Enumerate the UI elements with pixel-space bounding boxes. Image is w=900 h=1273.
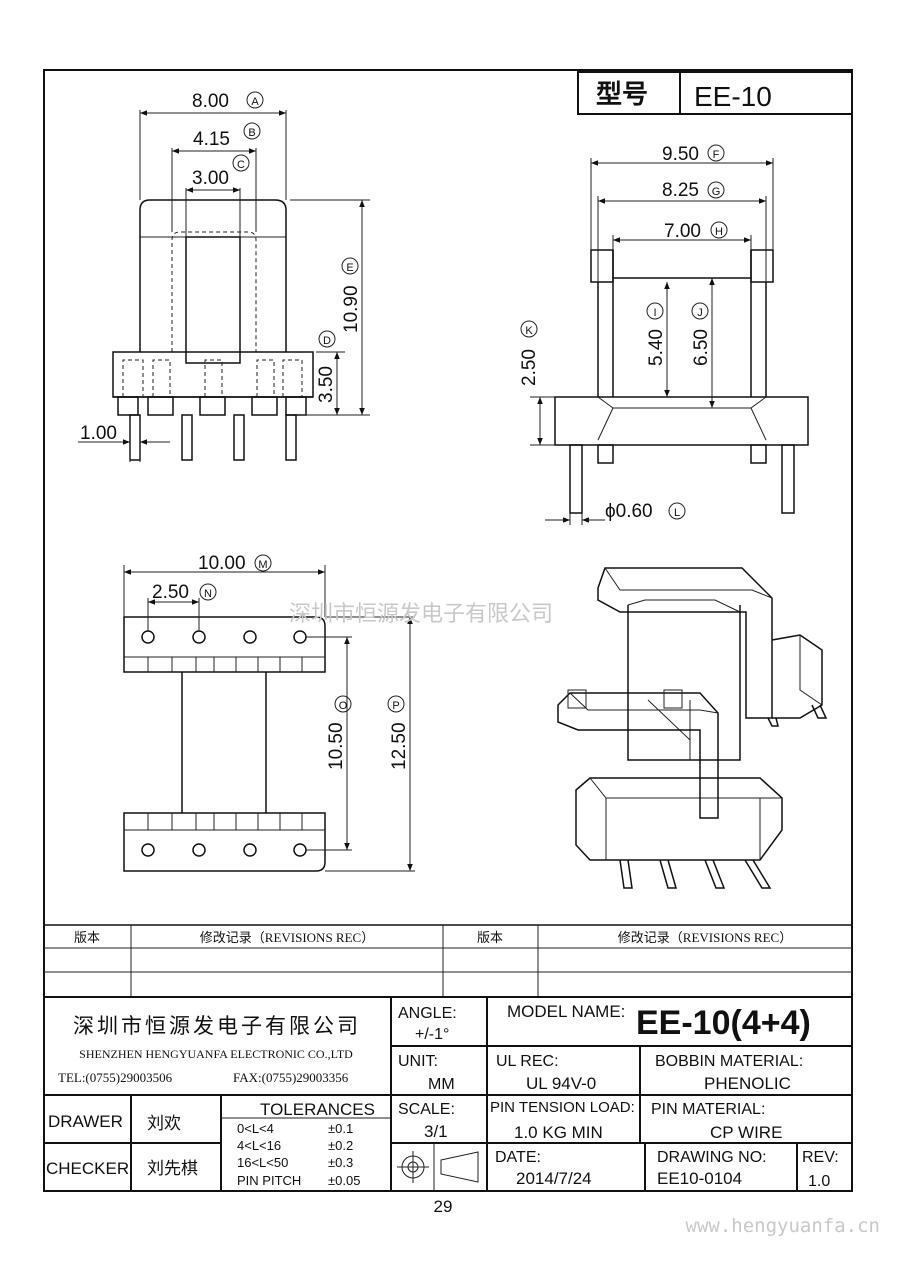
tolerance-value: ±0.05 bbox=[328, 1173, 360, 1188]
drawing-no-label: DRAWING NO: bbox=[657, 1149, 767, 1166]
dim-2-50-k: 2.50 bbox=[519, 349, 540, 386]
type-label: 型号 bbox=[596, 79, 648, 109]
title-block: 深圳市恒源发电子有限公司 SHENZHEN HENGYUANFA ELECTRO… bbox=[44, 996, 852, 1191]
dim-8-25: 8.25 bbox=[662, 180, 699, 201]
mark-b: B bbox=[248, 127, 255, 139]
front-view bbox=[78, 110, 370, 462]
dim-10-50: 10.50 bbox=[326, 722, 347, 770]
tolerance-range: 0<L<4 bbox=[237, 1121, 274, 1136]
angle-value: +/-1° bbox=[415, 1026, 449, 1043]
mark-l: L bbox=[674, 507, 680, 519]
dim-1-00: 1.00 bbox=[80, 423, 117, 444]
mark-j: J bbox=[697, 307, 703, 319]
mark-o: O bbox=[339, 700, 348, 712]
mark-c: C bbox=[237, 159, 245, 171]
mark-p: P bbox=[392, 700, 399, 712]
company-fax: FAX:(0755)29003356 bbox=[233, 1070, 349, 1085]
dim-10-00: 10.00 bbox=[198, 553, 246, 574]
date-label: DATE: bbox=[495, 1149, 541, 1166]
mark-k: K bbox=[525, 325, 533, 337]
bottom-view-labels: 10.00 M 2.50 N O 10.50 P 12.50 bbox=[152, 553, 410, 770]
dim-12-50: 12.50 bbox=[389, 722, 410, 770]
angle-label: ANGLE: bbox=[398, 1005, 457, 1022]
side-view bbox=[530, 158, 809, 525]
tolerance-range: PIN PITCH bbox=[237, 1173, 301, 1188]
projection-symbol-icon bbox=[397, 1151, 479, 1183]
dim-4-15: 4.15 bbox=[193, 129, 230, 150]
bottom-view bbox=[123, 565, 415, 872]
tolerance-range: 4<L<16 bbox=[237, 1138, 281, 1153]
model-label: MODEL NAME: bbox=[507, 1002, 625, 1021]
mark-f: F bbox=[713, 149, 720, 161]
mark-d: D bbox=[323, 335, 331, 347]
dim-6-50: 6.50 bbox=[691, 329, 712, 366]
checker-label: CHECKER bbox=[46, 1159, 129, 1178]
page-number: 29 bbox=[434, 1197, 453, 1216]
tolerance-range: 16<L<50 bbox=[237, 1155, 288, 1170]
company-tel: TEL:(0755)29003506 bbox=[58, 1070, 173, 1085]
dim-8-00: 8.00 bbox=[192, 91, 229, 112]
unit-value: MM bbox=[428, 1076, 455, 1093]
model-value: EE-10(4+4) bbox=[636, 1004, 811, 1042]
watermark: 深圳市恒源发电子有限公司 bbox=[289, 601, 553, 626]
mark-g: G bbox=[712, 186, 721, 198]
drawer-name: 刘欢 bbox=[147, 1114, 181, 1133]
dim-3-00: 3.00 bbox=[192, 168, 229, 189]
mark-m: M bbox=[258, 559, 267, 571]
tolerance-value: ±0.2 bbox=[328, 1138, 353, 1153]
tolerance-value: ±0.3 bbox=[328, 1155, 353, 1170]
ulrec-value: UL 94V-0 bbox=[526, 1074, 596, 1093]
revisions-table: 版本 修改记录（REVISIONS REC） 版本 修改记录（REVISIONS… bbox=[44, 924, 852, 997]
mark-h: H bbox=[715, 226, 723, 238]
drawing-no-value: EE10-0104 bbox=[657, 1169, 742, 1188]
drawer-label: DRAWER bbox=[48, 1112, 123, 1131]
tolerances-label: TOLERANCES bbox=[260, 1100, 375, 1119]
unit-label: UNIT: bbox=[398, 1053, 438, 1070]
scale-value: 3/1 bbox=[424, 1122, 448, 1141]
dim-3-50: 3.50 bbox=[316, 366, 337, 403]
type-value: EE-10 bbox=[694, 81, 772, 112]
date-value: 2014/7/24 bbox=[516, 1169, 592, 1188]
tolerance-value: ±0.1 bbox=[328, 1121, 353, 1136]
side-view-labels: 9.50 F 8.25 G 7.00 H I 5.40 J 6.50 K 2.5… bbox=[519, 144, 728, 522]
dim-2-50-n: 2.50 bbox=[152, 582, 189, 603]
mark-n: N bbox=[204, 588, 212, 600]
bobbin-material-value: PHENOLIC bbox=[704, 1074, 791, 1093]
bobbin-material-label: BOBBIN MATERIAL: bbox=[655, 1053, 803, 1070]
dim-7-00: 7.00 bbox=[664, 221, 701, 242]
pin-material-label: PIN MATERIAL: bbox=[651, 1101, 765, 1118]
dim-9-50: 9.50 bbox=[662, 144, 699, 165]
company-name-cn: 深圳市恒源发电子有限公司 bbox=[73, 1015, 361, 1038]
front-view-labels: 8.00 A 4.15 B 3.00 C 10.90 E D 3.50 1.00 bbox=[80, 91, 362, 444]
website-watermark: www.hengyuanfa.cn bbox=[686, 1215, 880, 1237]
scale-label: SCALE: bbox=[398, 1101, 455, 1118]
dim-pin-diameter: ϕ0.60 bbox=[605, 501, 653, 522]
rev-col-version: 版本 bbox=[74, 930, 100, 945]
pin-tension-label: PIN TENSION LOAD: bbox=[490, 1099, 635, 1116]
rev-label: REV: bbox=[802, 1149, 839, 1166]
isometric-view bbox=[557, 567, 828, 889]
rev-value: 1.0 bbox=[808, 1173, 830, 1190]
mark-e: E bbox=[346, 262, 353, 274]
ulrec-label: UL REC: bbox=[496, 1053, 559, 1070]
sheet-border bbox=[43, 69, 853, 1192]
header-model-box: 型号 EE-10 bbox=[577, 71, 853, 115]
pin-material-value: CP WIRE bbox=[710, 1123, 782, 1142]
dim-5-40: 5.40 bbox=[646, 329, 667, 366]
rev-col-records-2: 修改记录（REVISIONS REC） bbox=[618, 930, 792, 945]
checker-name: 刘先棋 bbox=[147, 1159, 198, 1178]
dim-10-90: 10.90 bbox=[341, 285, 362, 333]
company-name-en: SHENZHEN HENGYUANFA ELECTRONIC CO.,LTD bbox=[79, 1047, 353, 1061]
rev-col-version-2: 版本 bbox=[477, 930, 503, 945]
mark-a: A bbox=[251, 96, 259, 108]
pin-tension-value: 1.0 KG MIN bbox=[514, 1123, 603, 1142]
rev-col-records: 修改记录（REVISIONS REC） bbox=[200, 930, 374, 945]
mark-i: I bbox=[653, 307, 656, 319]
